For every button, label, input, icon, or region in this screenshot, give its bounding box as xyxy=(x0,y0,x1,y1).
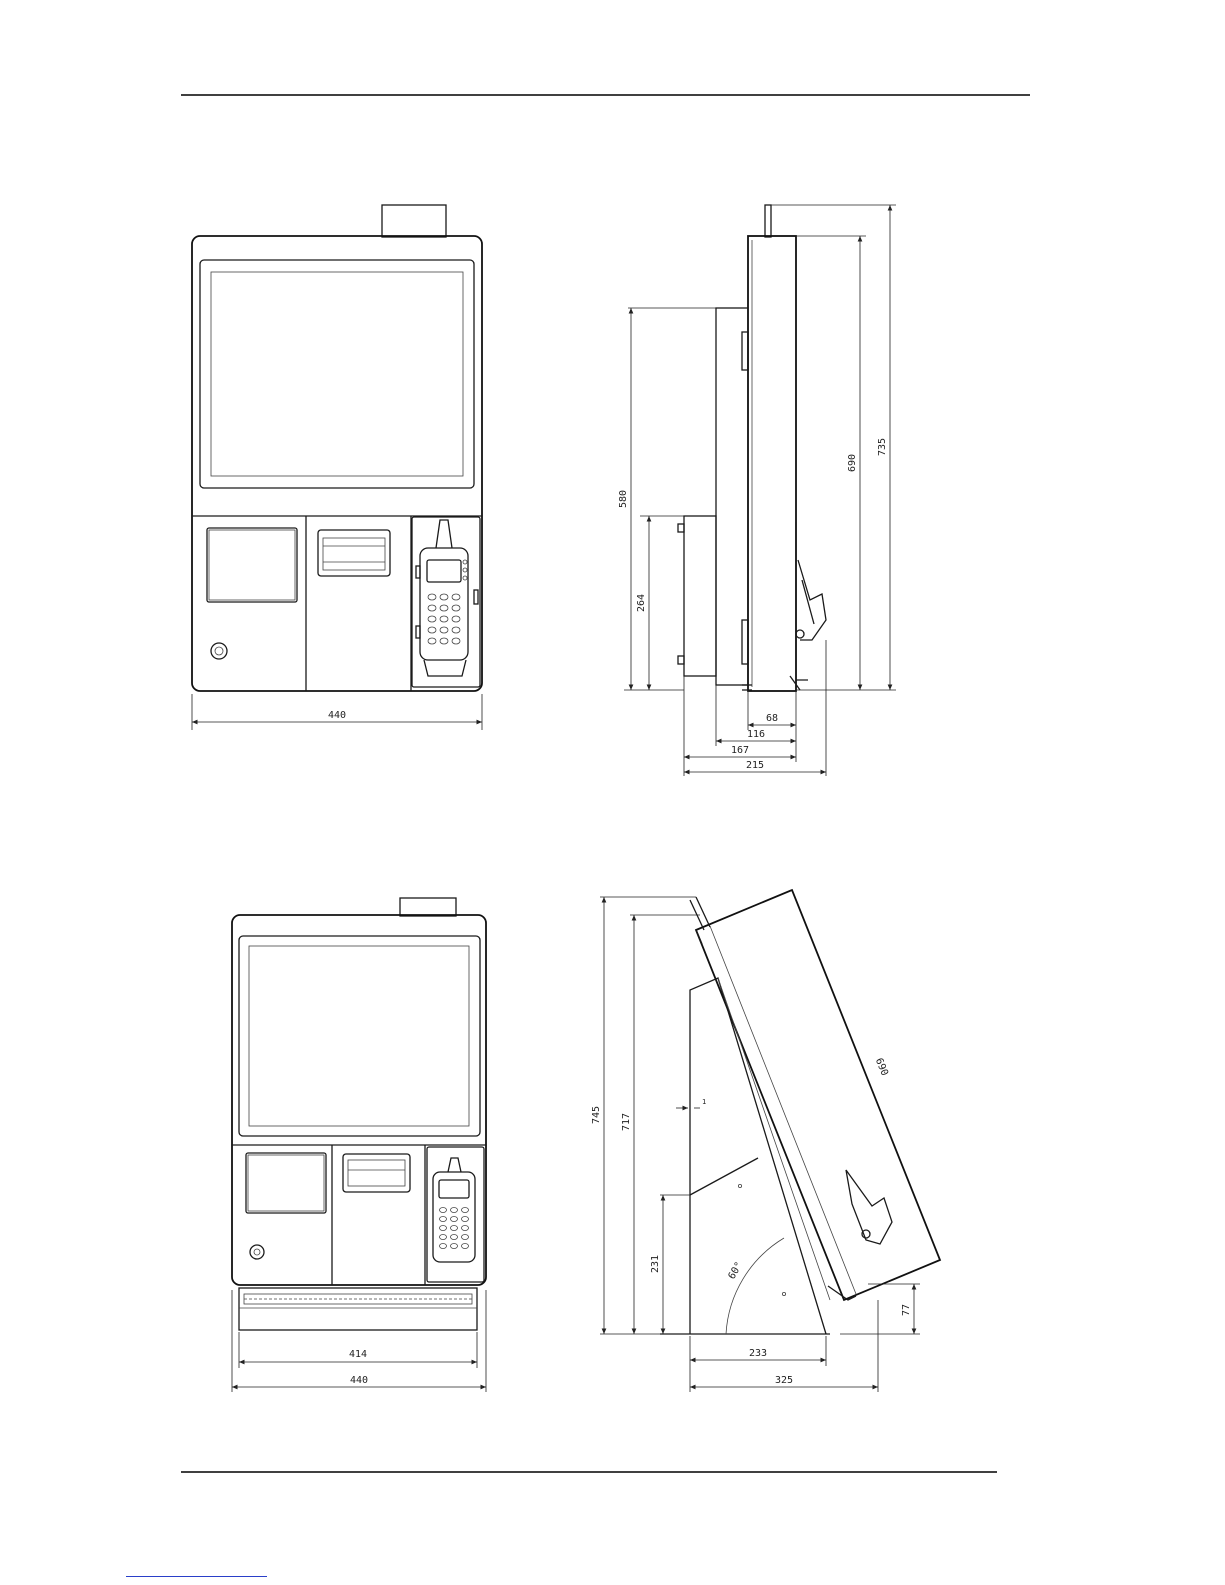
dim-depth-325: 325 xyxy=(775,1375,793,1386)
front-view-tilted xyxy=(232,898,486,1392)
dim-foot-77: 77 xyxy=(901,1304,912,1316)
dim-height-717: 717 xyxy=(621,1113,632,1131)
dim-depth-116: 116 xyxy=(747,729,765,740)
front-view-upright xyxy=(192,205,482,730)
dim-height-231: 231 xyxy=(650,1255,661,1273)
dim-height-580: 580 xyxy=(618,490,629,508)
dim-depth-68: 68 xyxy=(766,713,778,724)
dim-angle-60: 60° xyxy=(727,1260,746,1281)
side-view-upright xyxy=(624,205,896,776)
dim-width-440-tilted: 440 xyxy=(350,1375,368,1386)
dim-offset-1: 1 xyxy=(702,1098,706,1106)
dim-depth-215: 215 xyxy=(746,760,764,771)
footer-link-underline[interactable] xyxy=(126,1576,267,1577)
dim-screen-length-690: 690 xyxy=(873,1057,890,1078)
dim-height-264: 264 xyxy=(636,594,647,612)
dim-height-735: 735 xyxy=(877,438,888,456)
dim-depth-233: 233 xyxy=(749,1348,767,1359)
dim-depth-167: 167 xyxy=(731,745,749,756)
side-view-tilted xyxy=(600,890,940,1392)
dim-width-414: 414 xyxy=(349,1349,367,1360)
dim-height-690: 690 xyxy=(847,454,858,472)
dim-height-745: 745 xyxy=(591,1106,602,1124)
dim-width-upright: 440 xyxy=(328,710,346,721)
